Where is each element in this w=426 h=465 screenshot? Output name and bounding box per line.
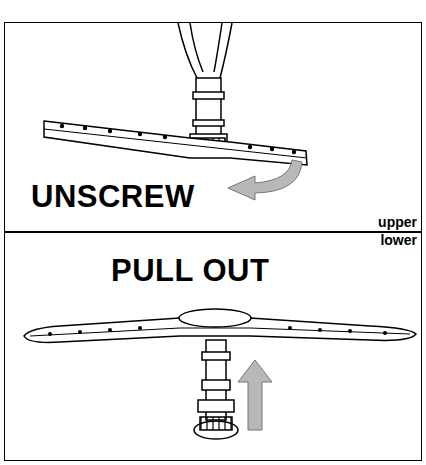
lower-shaft bbox=[194, 340, 238, 439]
instruction-label: UNSCREW bbox=[31, 180, 195, 214]
supply-hose bbox=[178, 23, 232, 78]
pull-arrow bbox=[238, 360, 272, 430]
section-label: upper bbox=[378, 215, 417, 230]
lower-spray-arm bbox=[24, 309, 416, 342]
section-label: lower bbox=[380, 233, 417, 248]
illustration-panel: lowerPULL OUT bbox=[4, 231, 422, 461]
rotate-arrow bbox=[228, 160, 302, 200]
illustration-panel: UNSCREW upper bbox=[4, 22, 422, 233]
instruction-label: PULL OUT bbox=[111, 254, 269, 288]
upper-spray-arm bbox=[44, 121, 307, 165]
